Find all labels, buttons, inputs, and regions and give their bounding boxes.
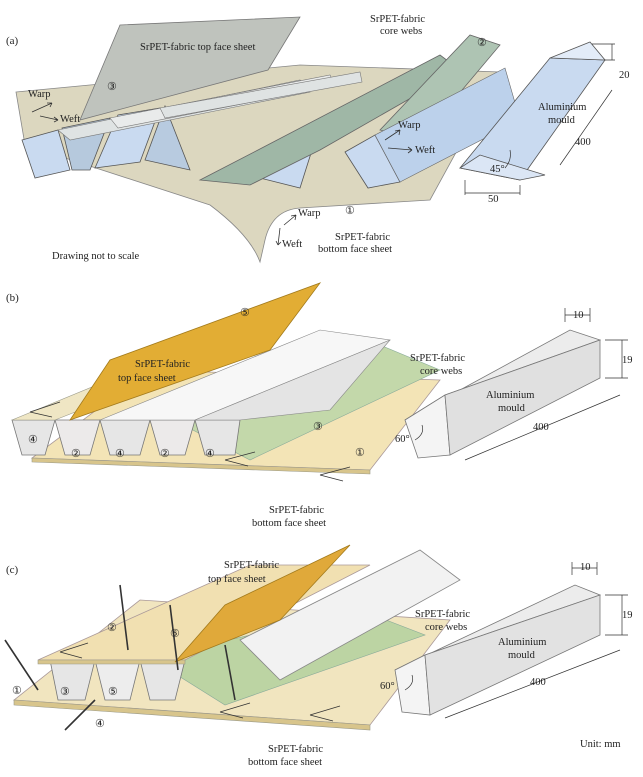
angle-c: 60° bbox=[380, 681, 395, 692]
marker-c-4: ④ bbox=[95, 718, 105, 730]
panel-a: (a) bbox=[6, 14, 630, 264]
marker-b-1: ① bbox=[355, 447, 365, 459]
marker-a-3: ③ bbox=[107, 81, 117, 93]
marker-c-2: ② bbox=[107, 622, 117, 634]
dim-top-b: 10 bbox=[573, 310, 584, 321]
aluminium-mould-a bbox=[458, 41, 606, 181]
weft-label-a1: Weft bbox=[60, 114, 80, 125]
bottom-face-label-c-1: SrPET-fabric bbox=[268, 744, 323, 755]
top-face-label-c-1: SrPET-fabric bbox=[224, 560, 279, 571]
weft-label-a3: Weft bbox=[282, 239, 302, 250]
warp-label-a2: Warp bbox=[398, 120, 420, 131]
mould-label-c-2: mould bbox=[508, 650, 536, 661]
top-face-label-b-1: SrPET-fabric bbox=[135, 359, 190, 370]
needles-c bbox=[4, 584, 236, 731]
bottom-face-label-c-2: bottom face sheet bbox=[248, 757, 322, 768]
marker-b-4c: ④ bbox=[205, 448, 215, 460]
core-webs-label-c-2: core webs bbox=[425, 622, 467, 633]
dimensions-b bbox=[414, 308, 628, 461]
dimensions-c bbox=[404, 562, 628, 719]
warp-weft-arrows-a bbox=[31, 102, 413, 246]
dim-width-a: 50 bbox=[488, 194, 499, 205]
weft-label-a2: Weft bbox=[415, 145, 435, 156]
core-webs-label-a-1: SrPET-fabric bbox=[370, 14, 425, 25]
mould-label-a-2: mould bbox=[548, 115, 576, 126]
marker-b-5: ⑤ bbox=[240, 307, 250, 319]
warp-label-a3: Warp bbox=[298, 208, 320, 219]
panel-a-label: (a) bbox=[6, 35, 19, 47]
top-face-sheet-a bbox=[79, 16, 301, 121]
white-core-c bbox=[239, 549, 461, 681]
dim-height-a: 20 bbox=[619, 70, 630, 81]
bottom-face-label-a-1: SrPET-fabric bbox=[335, 232, 390, 243]
angle-b: 60° bbox=[395, 434, 410, 445]
dim-length-a: 400 bbox=[575, 137, 591, 148]
marker-a-1: ① bbox=[345, 205, 355, 217]
angle-a: 45° bbox=[490, 164, 505, 175]
mould-label-b-2: mould bbox=[498, 403, 526, 414]
mould-label-b-1: Aluminium bbox=[486, 390, 534, 401]
panel-b: (b) 1 bbox=[6, 282, 633, 529]
core-profiles-a bbox=[21, 71, 363, 189]
core-webs-label-a-2: core webs bbox=[380, 26, 422, 37]
scale-note-a: Drawing not to scale bbox=[52, 251, 140, 262]
top-face-sheet-c bbox=[174, 544, 351, 663]
dim-length-b: 400 bbox=[533, 422, 549, 433]
panel-c: (c) bbox=[4, 544, 633, 768]
marker-b-3: ③ bbox=[313, 421, 323, 433]
dim-height-c: 19 bbox=[622, 610, 633, 621]
marker-c-3: ③ bbox=[60, 686, 70, 698]
mould-label-a-1: Aluminium bbox=[538, 102, 586, 113]
marker-c-1: ① bbox=[12, 685, 22, 697]
top-face-label-b-2: top face sheet bbox=[118, 373, 176, 384]
aluminium-mould-b bbox=[404, 329, 602, 459]
top-face-label-a: SrPET-fabric top face sheet bbox=[140, 42, 255, 53]
marker-b-4b: ④ bbox=[115, 448, 125, 460]
dim-length-c: 400 bbox=[530, 677, 546, 688]
top-face-label-c-2: top face sheet bbox=[208, 574, 266, 585]
top-face-sheet-b bbox=[69, 282, 322, 421]
core-webs-label-b-1: SrPET-fabric bbox=[410, 353, 465, 364]
axes-c bbox=[59, 642, 341, 722]
panel-b-label: (b) bbox=[6, 292, 19, 304]
marker-b-4a: ④ bbox=[28, 434, 38, 446]
dim-height-b: 19 bbox=[622, 355, 633, 366]
mould-label-c-1: Aluminium bbox=[498, 637, 546, 648]
unit-label-c: Unit: mm bbox=[580, 739, 621, 750]
core-webs-label-c-1: SrPET-fabric bbox=[415, 609, 470, 620]
core-webs-label-b-2: core webs bbox=[420, 366, 462, 377]
bottom-face-label-b-2: bottom face sheet bbox=[252, 518, 326, 529]
panel-c-label: (c) bbox=[6, 564, 19, 576]
axes-b bbox=[29, 401, 351, 482]
marker-c-6: ⑥ bbox=[170, 628, 180, 640]
dim-top-c: 10 bbox=[580, 562, 591, 573]
marker-a-2: ② bbox=[477, 37, 487, 49]
bottom-face-label-b-1: SrPET-fabric bbox=[269, 505, 324, 516]
warp-label-a1: Warp bbox=[28, 89, 50, 100]
marker-c-5: ⑤ bbox=[108, 686, 118, 698]
core-profiles-c bbox=[49, 659, 186, 701]
aluminium-mould-c bbox=[394, 584, 602, 716]
bottom-face-label-a-2: bottom face sheet bbox=[318, 244, 392, 255]
marker-b-2a: ② bbox=[71, 448, 81, 460]
dimensions-a bbox=[464, 43, 615, 195]
marker-b-2b: ② bbox=[160, 448, 170, 460]
